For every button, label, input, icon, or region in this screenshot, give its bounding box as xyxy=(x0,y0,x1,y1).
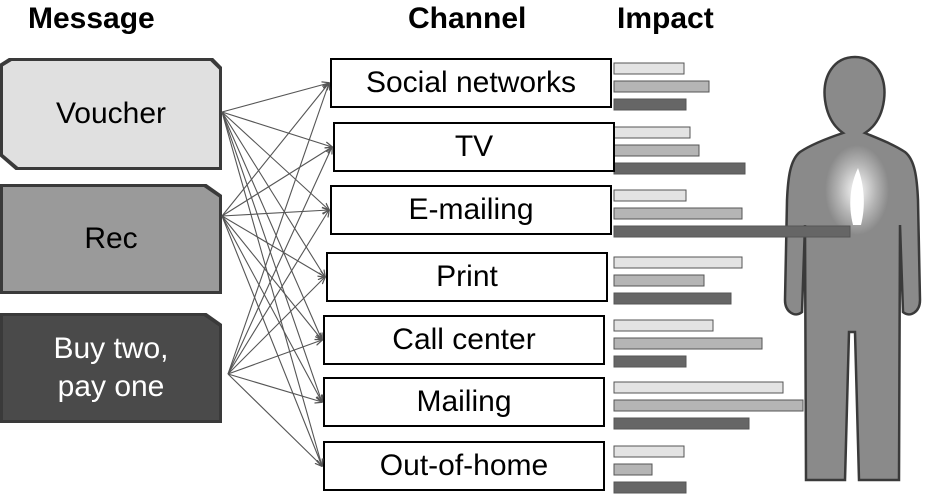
message-box-1: Voucher xyxy=(0,58,222,170)
impact-bar xyxy=(613,225,851,238)
impact-bar xyxy=(613,337,763,350)
connection-arrow xyxy=(221,83,329,113)
impact-bar xyxy=(613,319,714,332)
message-label: Voucher xyxy=(55,97,167,130)
connection-arrow xyxy=(227,147,332,375)
impact-heading: Impact xyxy=(617,2,714,35)
connection-arrow xyxy=(221,215,325,277)
impact-bar xyxy=(613,62,685,75)
impact-bar xyxy=(613,98,687,111)
flame-icon xyxy=(850,168,864,225)
impact-bar xyxy=(613,481,687,494)
impact-bar xyxy=(613,355,687,368)
channel-box: Out-of-home xyxy=(323,441,605,491)
connection-arrow xyxy=(221,215,322,466)
impact-bar xyxy=(613,292,732,305)
impact-bar xyxy=(613,189,687,202)
connection-arrow xyxy=(221,111,325,277)
impact-bar xyxy=(613,445,685,458)
channel-label: Social networks xyxy=(365,66,577,99)
channel-label: TV xyxy=(454,130,494,163)
channel-heading: Channel xyxy=(408,2,527,35)
impact-bar xyxy=(613,399,804,412)
connection-arrow xyxy=(221,83,329,217)
connection-arrow xyxy=(227,83,329,375)
connection-arrow xyxy=(221,111,322,466)
message-box-3: Buy two, pay one xyxy=(0,313,222,423)
impact-bar xyxy=(613,463,653,476)
connection-arrow xyxy=(227,340,322,375)
channel-box: Mailing xyxy=(323,377,605,427)
connection-arrow xyxy=(221,111,322,340)
impact-bar xyxy=(613,207,743,220)
message-label: Rec xyxy=(84,222,138,255)
connection-arrow xyxy=(221,147,332,217)
impact-bar xyxy=(613,417,750,430)
impact-bar xyxy=(613,256,743,269)
connection-arrow xyxy=(227,373,322,402)
channel-label: Print xyxy=(436,260,498,293)
message-label: Buy two, pay one xyxy=(53,332,169,403)
channel-label: E-mailing xyxy=(408,193,534,226)
connection-arrow xyxy=(221,111,322,402)
channel-box: Social networks xyxy=(330,58,612,108)
message-box-2: Rec xyxy=(0,184,222,294)
connection-arrow xyxy=(221,210,329,217)
impact-bar xyxy=(613,381,784,394)
channel-label: Call center xyxy=(392,323,536,356)
connection-arrow xyxy=(221,111,332,147)
channel-label: Mailing xyxy=(416,385,512,418)
connection-arrow xyxy=(227,210,329,375)
impact-bar xyxy=(613,80,710,93)
channel-box: E-mailing xyxy=(330,185,612,235)
connection-arrow xyxy=(227,277,325,375)
channel-label: Out-of-home xyxy=(379,449,549,482)
impact-bar xyxy=(613,274,705,287)
connection-arrow xyxy=(221,215,322,402)
channel-box: TV xyxy=(333,122,615,172)
connection-arrow xyxy=(227,373,322,466)
message-heading: Message xyxy=(28,2,155,35)
person-silhouette xyxy=(783,55,922,482)
channel-box: Print xyxy=(326,252,608,302)
